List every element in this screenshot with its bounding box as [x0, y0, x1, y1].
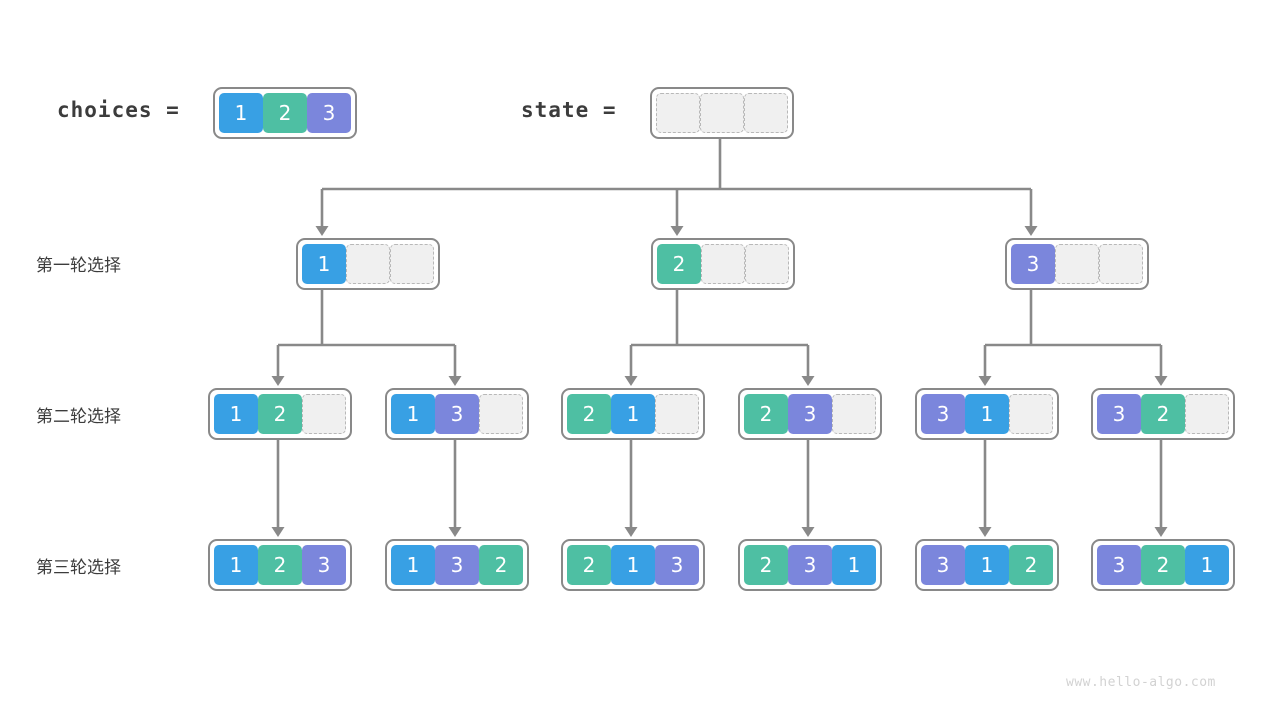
state-label: state = — [521, 98, 617, 122]
row-label-second-round: 第二轮选择 — [36, 407, 121, 427]
array-cell-value: 2 — [1009, 545, 1053, 585]
array-cell-value: 1 — [965, 545, 1009, 585]
array-cell-empty — [479, 394, 523, 434]
state-array-box — [650, 87, 794, 139]
connector-arrowhead — [978, 527, 992, 537]
array-cell-empty — [346, 244, 390, 284]
array-cell-value: 1 — [214, 394, 258, 434]
array-cell-empty — [700, 93, 744, 133]
array-cell-value: 3 — [655, 545, 699, 585]
connector-arrowhead — [1024, 226, 1038, 236]
array-cell-value: 1 — [832, 545, 876, 585]
array-cell-value: 3 — [788, 545, 832, 585]
connector-arrowhead — [315, 226, 329, 236]
array-cell-empty — [745, 244, 789, 284]
connector-arrowhead — [978, 376, 992, 386]
array-cell-value: 1 — [1185, 545, 1229, 585]
array-cell-value: 2 — [1141, 545, 1185, 585]
connector-arrowhead — [448, 527, 462, 537]
array-cell-value: 2 — [258, 545, 302, 585]
array-cell-value: 3 — [1097, 545, 1141, 585]
connector-arrowhead — [670, 226, 684, 236]
array-cell-value: 3 — [788, 394, 832, 434]
connector-arrowhead — [1154, 376, 1168, 386]
array-cell-empty — [302, 394, 346, 434]
array-cell-value: 2 — [479, 545, 523, 585]
array-node: 1 — [296, 238, 440, 290]
array-cell-value: 3 — [1011, 244, 1055, 284]
choices-label: choices = — [57, 98, 180, 122]
connector-arrowhead — [271, 527, 285, 537]
array-cell-empty — [1185, 394, 1229, 434]
array-cell-value: 1 — [302, 244, 346, 284]
array-cell-empty — [744, 93, 788, 133]
array-cell-empty — [1009, 394, 1053, 434]
array-cell-empty — [390, 244, 434, 284]
array-cell-value: 3 — [307, 93, 351, 133]
array-cell-empty — [656, 93, 700, 133]
array-cell-empty — [701, 244, 745, 284]
array-node: 2 — [651, 238, 795, 290]
connector-arrowhead — [448, 376, 462, 386]
array-cell-value: 1 — [391, 394, 435, 434]
array-cell-value: 3 — [921, 394, 965, 434]
array-cell-value: 2 — [567, 394, 611, 434]
array-cell-value: 3 — [435, 545, 479, 585]
array-cell-value: 3 — [302, 545, 346, 585]
array-cell-value: 1 — [611, 545, 655, 585]
array-cell-value: 2 — [258, 394, 302, 434]
array-cell-value: 1 — [219, 93, 263, 133]
array-cell-value: 2 — [263, 93, 307, 133]
array-cell-value: 3 — [921, 545, 965, 585]
array-cell-value: 3 — [1097, 394, 1141, 434]
array-node: 3 — [1005, 238, 1149, 290]
array-cell-value: 3 — [435, 394, 479, 434]
row-label-first-round: 第一轮选择 — [36, 256, 121, 276]
array-cell-value: 1 — [214, 545, 258, 585]
connector-arrowhead — [271, 376, 285, 386]
connector-arrowhead — [801, 376, 815, 386]
row-label-third-round: 第三轮选择 — [36, 558, 121, 578]
array-cell-value: 2 — [744, 394, 788, 434]
array-cell-value: 1 — [611, 394, 655, 434]
connector-arrowhead — [624, 376, 638, 386]
array-cell-empty — [1099, 244, 1143, 284]
array-cell-value: 2 — [567, 545, 611, 585]
connector-arrowhead — [624, 527, 638, 537]
array-cell-empty — [1055, 244, 1099, 284]
connector-arrowhead — [1154, 527, 1168, 537]
array-cell-value: 2 — [1141, 394, 1185, 434]
array-cell-empty — [832, 394, 876, 434]
connector-arrowhead — [801, 527, 815, 537]
array-cell-value: 1 — [965, 394, 1009, 434]
array-cell-value: 2 — [657, 244, 701, 284]
array-cell-value: 1 — [391, 545, 435, 585]
array-cell-empty — [655, 394, 699, 434]
array-cell-value: 2 — [744, 545, 788, 585]
watermark: www.hello-algo.com — [1066, 675, 1216, 690]
